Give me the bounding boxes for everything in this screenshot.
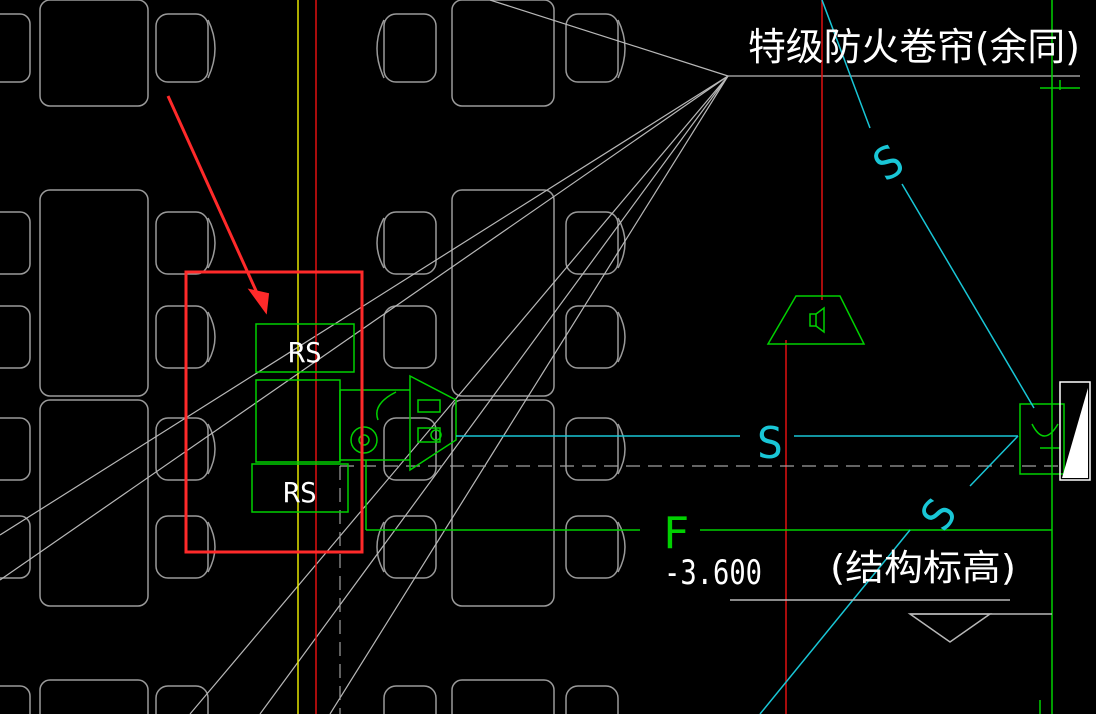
chair [0,305,31,369]
table [451,679,555,714]
red-lines [315,0,823,714]
chair-back [617,423,626,475]
highlight-box [184,270,364,554]
dashed-lines [339,465,1060,714]
chair [0,685,31,714]
curtain-annotation: 特级防火卷帘(余同) [748,25,1080,69]
chair-back [207,521,216,573]
chair [383,305,437,369]
table [451,189,555,397]
chair [155,13,209,83]
chair-back [207,423,216,475]
chair [0,13,31,83]
chair [0,211,31,275]
chair [383,685,437,714]
furniture-layer [0,0,626,714]
rs-label-bottom: RS [283,476,317,509]
rs-box-bottom[interactable]: RS [251,463,349,513]
rs-box-top[interactable]: RS [255,323,355,373]
table [39,0,149,107]
chair [155,211,209,275]
rs-label-top: RS [288,336,322,369]
chair [0,515,31,579]
detector-icon[interactable] [1019,403,1065,475]
cyan-signal-lines [456,0,1035,714]
chair [155,305,209,369]
chair [383,13,437,83]
chair [565,417,619,481]
chair [383,515,437,579]
manual-alarm-icon[interactable] [350,374,457,472]
chair [565,685,619,714]
chair [155,515,209,579]
chair-back [376,19,385,79]
red-arrow-icon [166,95,270,315]
chair-back [376,217,385,269]
elevation-marker [730,599,1052,643]
chair [155,685,209,714]
table [39,189,149,397]
chair [155,417,209,481]
chair [0,417,31,481]
fire-line-label: F [663,508,690,559]
chair-back [207,311,216,363]
white-marker [1059,381,1091,481]
green-wiring [255,0,1080,714]
chair [565,515,619,579]
chair-back [617,311,626,363]
signal-label-horizontal: S [757,418,784,469]
chair [383,211,437,275]
chair-back [376,521,385,573]
table [451,0,555,107]
table [39,399,149,607]
elevation-note: (结构标高) [830,548,1016,589]
chair-back [617,19,626,79]
chair [565,305,619,369]
chair-back [207,19,216,79]
chair-back [617,521,626,573]
chair [565,211,619,275]
speaker-icon[interactable] [766,295,866,345]
table [451,399,555,607]
elevation-value: -3.600 [664,553,762,593]
table [39,679,149,714]
chair [565,13,619,83]
chair-back [207,217,216,269]
